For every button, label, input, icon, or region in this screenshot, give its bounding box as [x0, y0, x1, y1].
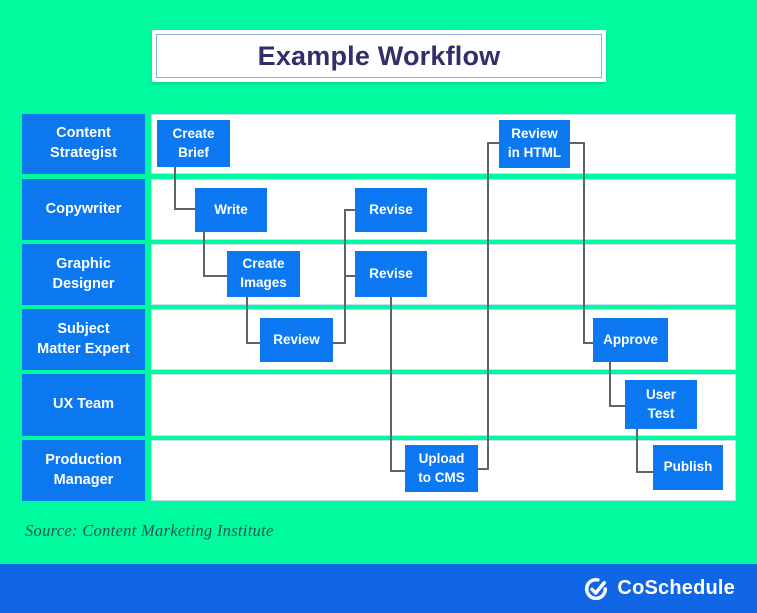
- task-create-brief: Create Brief: [157, 120, 230, 167]
- task-upload-to-cms: Upload to CMS: [405, 445, 478, 492]
- lane-track-content-strategist: [151, 114, 736, 174]
- task-approve: Approve: [593, 318, 668, 362]
- task-write: Write: [195, 188, 267, 232]
- coschedule-logo: CoSchedule: [583, 576, 735, 602]
- task-review: Review: [260, 318, 333, 362]
- source-attribution: Source: Content Marketing Institute: [25, 521, 274, 540]
- page-title: Example Workflow: [257, 40, 501, 71]
- coschedule-check-icon: [585, 577, 608, 600]
- task-revise-designer: Revise: [355, 251, 427, 297]
- title-box: Example Workflow: [152, 30, 606, 82]
- brand-name: CoSchedule: [617, 577, 735, 599]
- task-revise-copywriter: Revise: [355, 188, 427, 232]
- task-publish: Publish: [653, 445, 723, 490]
- task-user-test: User Test: [625, 380, 697, 429]
- lane-label-ux-team: UX Team: [22, 374, 145, 436]
- task-review-in-html: Review in HTML: [499, 120, 570, 168]
- lane-label-graphic-designer: Graphic Designer: [22, 244, 145, 305]
- task-create-images: Create Images: [227, 251, 300, 297]
- title-border: Example Workflow: [156, 34, 602, 78]
- lane-label-production-manager: Production Manager: [22, 440, 145, 501]
- lane-label-copywriter: Copywriter: [22, 179, 145, 240]
- lane-label-content-strategist: Content Strategist: [22, 114, 145, 174]
- footer-bar: CoSchedule: [0, 564, 757, 613]
- lane-label-subject-matter-expert: Subject Matter Expert: [22, 309, 145, 370]
